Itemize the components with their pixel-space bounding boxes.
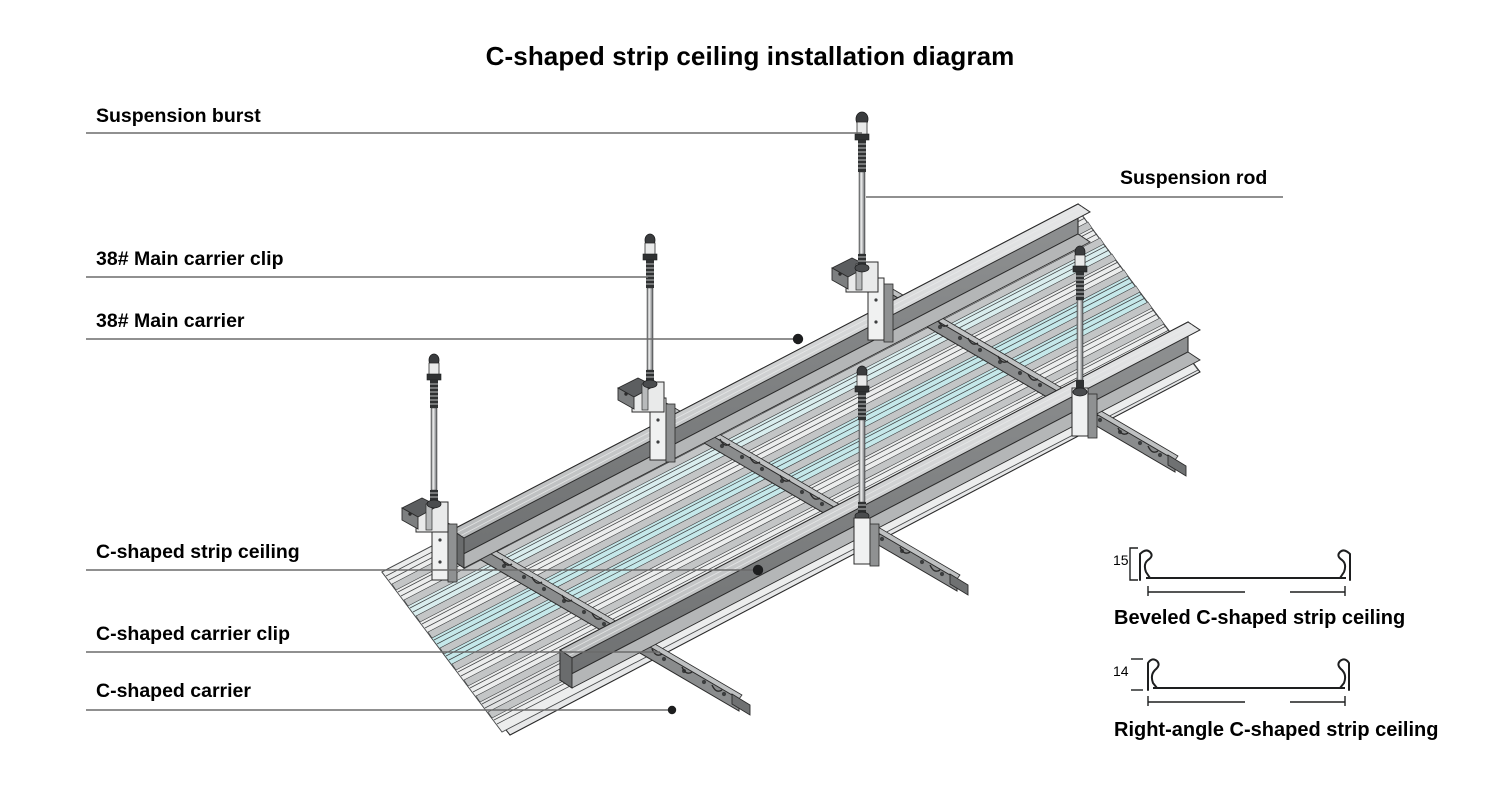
label-suspension-burst: Suspension burst bbox=[96, 105, 261, 127]
page-title: C-shaped strip ceiling installation diag… bbox=[485, 41, 1015, 71]
beveled-c-outline bbox=[1139, 549, 1351, 581]
38-main-carrier bbox=[451, 203, 1091, 569]
leader-dot-main-carrier bbox=[792, 333, 804, 345]
suspension-rod bbox=[426, 353, 442, 509]
leader-lines bbox=[86, 132, 1283, 711]
dimension-label-14: 14 bbox=[1113, 663, 1129, 679]
suspension-rod bbox=[853, 365, 880, 567]
38-main-carrier-clip bbox=[831, 257, 879, 293]
leader-dot-c-carrier bbox=[667, 705, 677, 715]
suspension-rod bbox=[854, 111, 870, 273]
suspension-rod bbox=[1072, 245, 1088, 397]
label-suspension-rod: Suspension rod bbox=[1120, 167, 1268, 189]
dimension-label-15: 15 bbox=[1113, 552, 1129, 568]
suspension-rod-group bbox=[426, 111, 1088, 567]
label-38-main-carrier-clip: 38# Main carrier clip bbox=[96, 248, 284, 270]
c-shaped-carrier-group bbox=[439, 280, 1187, 716]
right-angle-c-profile-drawing bbox=[1131, 658, 1350, 706]
label-c-shaped-carrier: C-shaped carrier bbox=[96, 680, 251, 702]
leader-dot-strip-ceiling bbox=[752, 564, 764, 576]
dimension-bracket-15 bbox=[1129, 547, 1138, 581]
label-c-shaped-strip-ceiling: C-shaped strip ceiling bbox=[96, 541, 300, 563]
label-38-main-carrier: 38# Main carrier bbox=[96, 310, 245, 332]
leader-dots bbox=[667, 333, 804, 715]
label-c-shaped-carrier-clip: C-shaped carrier clip bbox=[96, 623, 290, 645]
caption-beveled-c-profile: Beveled C-shaped strip ceiling bbox=[1114, 607, 1406, 629]
main-carrier-group bbox=[451, 203, 1201, 689]
right-angle-c-outline bbox=[1147, 658, 1350, 691]
c-shaped-carrier-clip bbox=[649, 397, 676, 463]
c-shaped-carrier bbox=[875, 280, 1187, 477]
suspension-rod bbox=[642, 233, 658, 389]
caption-right-angle-c-profile: Right-angle C-shaped strip ceiling bbox=[1114, 719, 1439, 741]
beveled-c-profile-drawing bbox=[1129, 547, 1351, 596]
38-main-carrier-clip bbox=[617, 377, 665, 413]
38-main-carrier bbox=[559, 321, 1201, 689]
